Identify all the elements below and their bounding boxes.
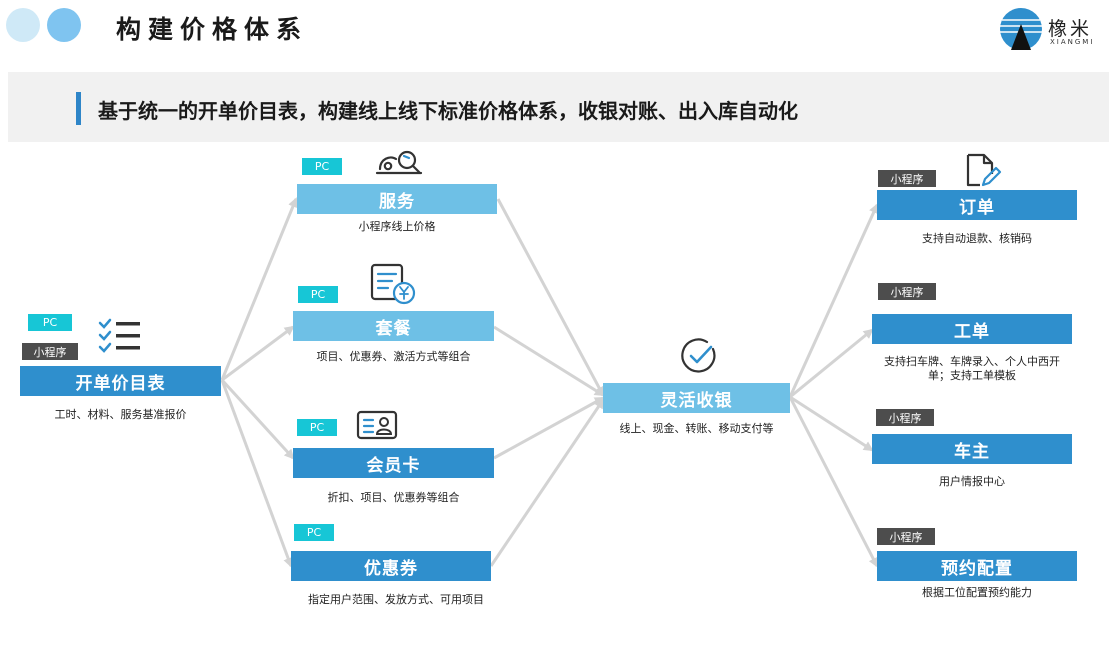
connector-cashier-booking (788, 396, 879, 568)
node-package-desc: 项目、优惠券、激活方式等组合 (316, 350, 471, 363)
check-circle-icon (680, 337, 718, 379)
connector-service-cashier (496, 198, 605, 397)
node-booking: 预约配置 (877, 551, 1077, 581)
page-title: 构建价格体系 (116, 15, 309, 44)
connector-pricelist-membercard (220, 378, 295, 460)
connector-coupon-cashier (489, 398, 605, 567)
invoice-yen-icon (370, 263, 418, 309)
node-service-desc: 小程序线上价格 (358, 220, 436, 233)
node-work-order-desc: 支持扫车牌、车牌录入、个人中西开 单；支持工单模板 (868, 355, 1076, 383)
node-cashier-desc: 线上、现金、转账、移动支付等 (619, 422, 774, 435)
tag-mini-program: 小程序 (876, 409, 934, 426)
connector-pricelist-coupon (220, 379, 293, 568)
edit-document-icon (964, 152, 1002, 194)
connector-package-cashier (493, 325, 605, 397)
connector-membercard-cashier (493, 396, 605, 460)
connector-cashier-order (788, 203, 879, 398)
connector-pricelist-service (220, 197, 298, 381)
connector-cashier-workorder (789, 328, 874, 399)
node-price-list: 开单价目表 (20, 366, 221, 396)
node-owner: 车主 (872, 434, 1072, 464)
decor-circle-light (6, 8, 40, 42)
node-order-desc: 支持自动退款、核销码 (922, 232, 1032, 245)
node-coupon-desc: 指定用户范围、发放方式、可用项目 (308, 593, 484, 606)
decor-circle-blue (47, 8, 81, 42)
node-work-order-desc-line2: 单；支持工单模板 (928, 369, 1016, 382)
node-cashier: 灵活收银 (603, 383, 790, 413)
subtitle-banner (8, 72, 1109, 142)
brand-logo-icon (998, 6, 1044, 56)
node-booking-desc: 根据工位配置预约能力 (922, 586, 1032, 599)
tag-pc: PC (294, 524, 334, 541)
connector-pricelist-package (221, 325, 295, 382)
node-work-order-desc-line1: 支持扫车牌、车牌录入、个人中西开 (884, 355, 1060, 368)
node-member-card-desc: 折扣、项目、优惠券等组合 (327, 491, 460, 504)
tag-mini-program: 小程序 (877, 528, 935, 545)
banner-text: 基于统一的开单价目表，构建线上线下标准价格体系，收银对账、出入库自动化 (98, 99, 798, 123)
service-search-icon (374, 147, 424, 181)
node-package: 套餐 (293, 311, 494, 341)
tag-pc: PC (302, 158, 342, 175)
brand-name: 橡米 (1048, 18, 1093, 40)
banner-accent-bar (76, 92, 81, 125)
member-card-icon (356, 410, 398, 444)
tag-mini-program: 小程序 (22, 343, 78, 360)
node-coupon: 优惠券 (291, 551, 491, 581)
tag-pc: PC (298, 286, 338, 303)
tag-mini-program: 小程序 (878, 283, 936, 300)
node-service: 服务 (297, 184, 497, 214)
tag-pc: PC (297, 419, 337, 436)
node-owner-desc: 用户情报中心 (939, 475, 1005, 488)
node-price-list-desc: 工时、材料、服务基准报价 (54, 408, 187, 421)
tag-mini-program: 小程序 (878, 170, 936, 187)
tag-pc: PC (28, 314, 72, 331)
node-member-card: 会员卡 (293, 448, 494, 478)
brand-sub: XIANGMI (1050, 38, 1095, 46)
node-work-order: 工单 (872, 314, 1072, 344)
connector-cashier-owner (789, 395, 874, 452)
node-order: 订单 (877, 190, 1077, 220)
checklist-icon (98, 318, 144, 358)
